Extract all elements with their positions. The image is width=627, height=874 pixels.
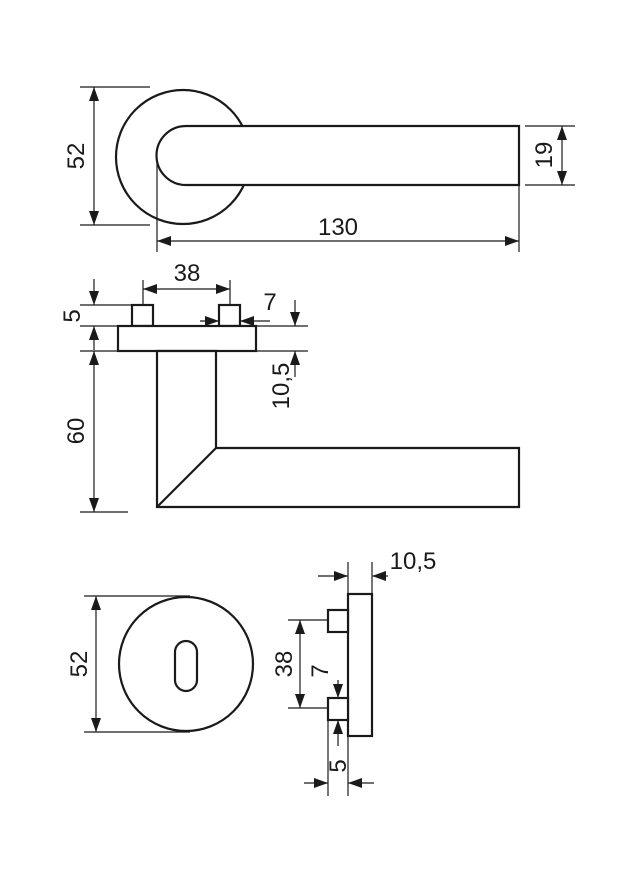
side-pin-right [217,303,242,328]
dim-escutcheon-pin-spacing: 38 [271,619,328,709]
dim-escutcheon-pin-length: 5 [304,720,374,796]
dim-label-top-52: 52 [63,143,90,170]
top-handle-lever [155,124,521,187]
dim-label-top-19: 19 [531,142,558,169]
keyhole-slot [173,639,199,693]
dim-top-handle-thickness: 19 [525,125,575,186]
side-view: 38 7 5 10,5 [59,260,521,513]
escutcheon-side-pin-top [326,608,350,634]
dim-label-side-5: 5 [59,309,86,322]
top-view: 52 19 130 [63,86,575,252]
dim-label-side-7: 7 [263,289,276,316]
dim-side-rose-height: 10,5 [256,300,308,409]
dim-label-escutcheon-10-5: 10,5 [390,548,437,575]
dim-top-handle-length: 130 [156,160,520,252]
dim-top-rose-diameter: 52 [63,86,150,226]
side-handle-chamfer [156,447,217,508]
dim-label-escutcheon-5: 5 [325,759,352,772]
dim-label-escutcheon-38: 38 [271,651,298,678]
dim-side-pin-width: 7 [200,289,277,326]
dim-side-pin-length: 5 [59,279,132,350]
escutcheon-front-view: 52 [66,595,255,733]
dim-label-escutcheon-52: 52 [66,651,93,678]
dim-label-top-130: 130 [318,214,358,241]
dim-label-side-38: 38 [174,260,201,287]
dim-label-side-60: 60 [63,418,90,445]
dim-escutcheon-pin-width: 7 [307,664,343,746]
dim-escutcheon-diameter: 52 [66,595,190,733]
dim-escutcheon-thickness: 10,5 [318,548,436,594]
side-handle-profile [155,349,521,509]
escutcheon-side-pin-bottom [326,696,350,722]
escutcheon-side-view: 10,5 38 7 5 [271,548,436,796]
dim-side-pin-spacing: 38 [142,260,231,305]
dim-side-handle-height: 60 [63,350,128,513]
dim-label-escutcheon-7: 7 [307,664,334,677]
side-pin-left [130,303,155,328]
dim-label-side-10-5: 10,5 [268,363,295,410]
escutcheon-side-plate [346,592,374,738]
side-rose [116,324,258,353]
